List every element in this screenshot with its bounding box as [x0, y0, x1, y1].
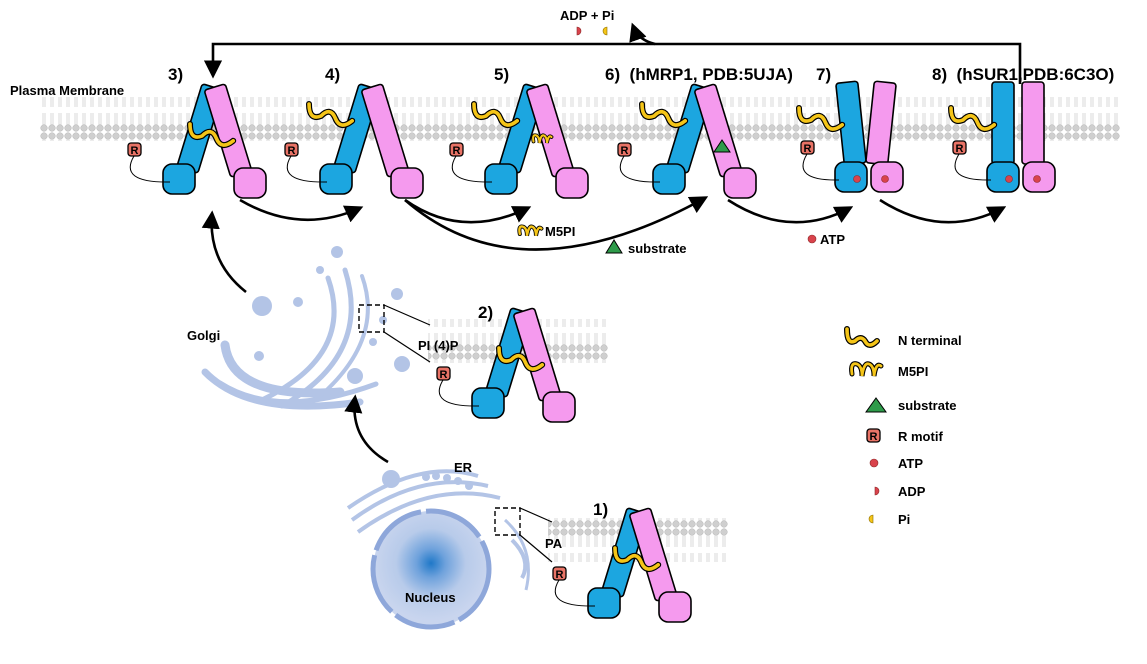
transporter-7: R: [796, 80, 904, 193]
legend-r-motif-icon: R: [866, 428, 881, 443]
legend-m5pi-icon: [849, 361, 884, 377]
legend-label-m5pi: M5PI: [898, 364, 928, 379]
svg-text:R: R: [453, 145, 461, 157]
step-label-8: 8) (hSUR1,PDB:6C3O): [932, 65, 1114, 84]
step-label-4: 4): [325, 65, 340, 84]
svg-text:R: R: [870, 431, 878, 443]
legend-label-substrate: substrate: [898, 398, 957, 413]
atp-label: ATP: [820, 232, 845, 247]
transporter-2: R: [436, 307, 576, 423]
legend-label-atp: ATP: [898, 456, 923, 471]
svg-text:R: R: [440, 369, 448, 381]
step3-to-4-arrow: [239, 198, 364, 223]
legend-atp-icon: [869, 458, 879, 468]
pi-icon-top: [602, 26, 608, 36]
svg-text:R: R: [804, 143, 812, 155]
plasma-membrane-label: Plasma Membrane: [10, 83, 124, 98]
m5pi-label: M5PI: [545, 224, 575, 239]
golgi-label: Golgi: [187, 328, 220, 343]
pa-label: PA: [545, 536, 563, 551]
transporter-5: R: [449, 83, 589, 199]
adp-icon-top: [576, 26, 582, 36]
adp-pi-label: ADP + Pi: [560, 8, 614, 23]
er-organelle: [346, 469, 530, 591]
transporter-3: R: [127, 83, 267, 199]
transporter-6: R: [617, 83, 757, 199]
er-to-golgi-arrow: [344, 394, 389, 464]
legend-substrate-icon: [865, 397, 887, 413]
legend-n-terminal-icon: [844, 326, 880, 348]
svg-text:R: R: [288, 145, 296, 157]
legend-adp-icon: [874, 486, 880, 496]
legend-label-adp: ADP: [898, 484, 926, 499]
er-callout-box: [494, 507, 521, 536]
legend: N terminal M5PI substrate R R motif ATP …: [844, 326, 962, 527]
svg-text:R: R: [956, 143, 964, 155]
m5pi-label-icon: [517, 224, 544, 237]
recycle-arrow: [203, 42, 1022, 84]
step-label-2: 2): [478, 303, 493, 322]
step-label-1: 1): [593, 500, 608, 519]
step6-to-7-arrow: [727, 198, 854, 224]
step-label-7: 7): [816, 65, 831, 84]
transporter-1: R: [552, 507, 692, 623]
legend-pi-icon: [868, 514, 874, 524]
golgi-organelle: [201, 246, 410, 410]
golgi-to-pm-arrow: [201, 210, 247, 294]
legend-label-r-motif: R motif: [898, 429, 943, 444]
atp-label-icon: [807, 234, 817, 244]
step-label-6: 6) (hMRP1, PDB:5UJA): [605, 65, 793, 84]
step-label-3: 3): [168, 65, 183, 84]
transporter-8: R: [948, 81, 1056, 193]
step4-to-5-arrow: [404, 198, 532, 224]
step4-to-6-arrow: [404, 196, 709, 251]
substrate-label: substrate: [628, 241, 687, 256]
svg-text:R: R: [131, 145, 139, 157]
svg-text:R: R: [556, 569, 564, 581]
golgi-callout-box: [358, 304, 385, 333]
nucleus-label: Nucleus: [405, 590, 456, 605]
legend-label-pi: Pi: [898, 512, 910, 527]
substrate-label-icon: [605, 239, 623, 254]
nucleus: [370, 508, 492, 630]
adp-pi-release-arrow: [629, 22, 656, 46]
legend-label-n-terminal: N terminal: [898, 333, 962, 348]
pathway-arrows: [201, 22, 1022, 464]
step7-to-8-arrow: [879, 198, 1007, 224]
svg-text:R: R: [621, 145, 629, 157]
transporter-4: R: [284, 83, 424, 199]
er-label: ER: [454, 460, 473, 475]
pi4p-label: PI (4)P: [418, 338, 459, 353]
step-label-5: 5): [494, 65, 509, 84]
